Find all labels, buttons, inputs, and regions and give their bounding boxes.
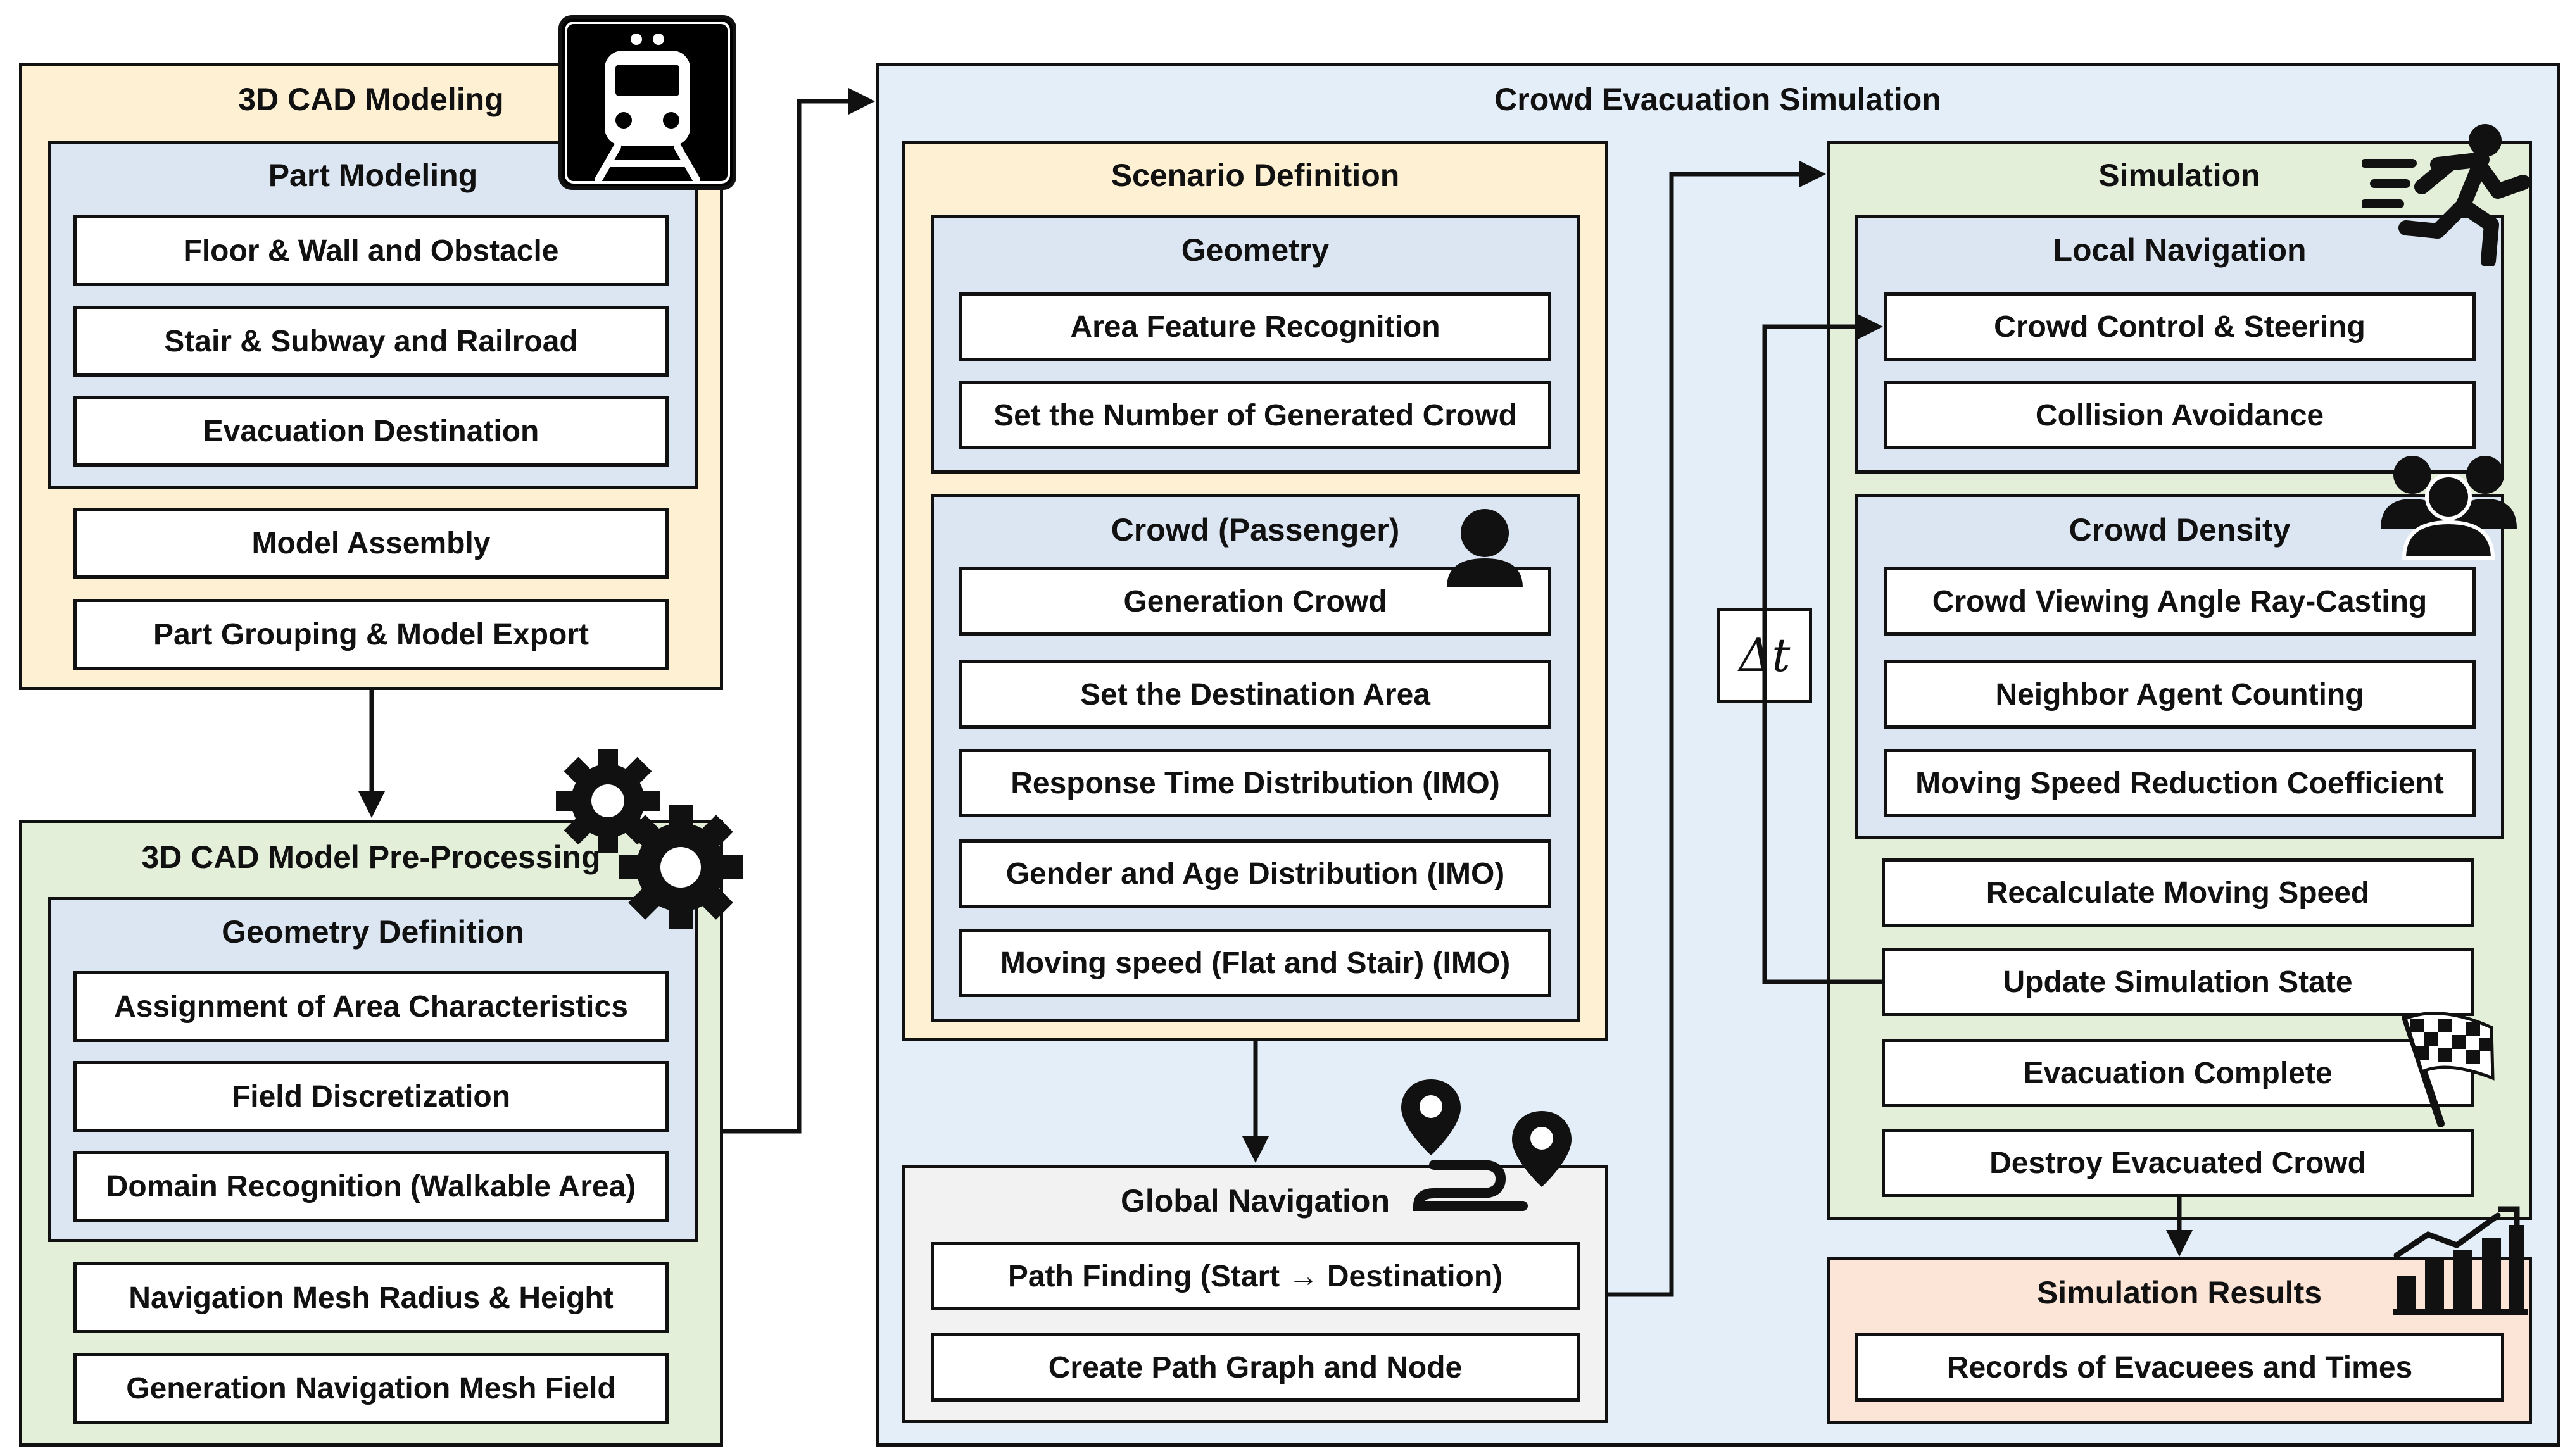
arrow-update-loop-to-steering	[1762, 313, 1883, 984]
stair-subway-railroad-step: Stair & Subway and Railroad	[73, 306, 669, 377]
arrow-preprocessing-to-simulation	[723, 88, 875, 1134]
neighbor-counting-step: Neighbor Agent Counting	[1884, 660, 2476, 729]
part-modeling-title: Part Modeling	[268, 158, 478, 193]
simulation-results-title: Simulation Results	[2036, 1275, 2322, 1310]
path-graph-node-step: Create Path Graph and Node	[931, 1333, 1580, 1402]
preprocessing-title: 3D CAD Model Pre-Processing	[141, 839, 601, 875]
generation-navmesh-field-step: Generation Navigation Mesh Field	[73, 1353, 669, 1424]
gender-age-distribution-step: Gender and Age Distribution (IMO)	[959, 839, 1551, 908]
generated-crowd-number-step: Set the Number of Generated Crowd	[959, 381, 1551, 449]
ray-casting-step: Crowd Viewing Angle Ray-Casting	[1884, 567, 2476, 636]
global-navigation-title: Global Navigation	[1120, 1183, 1390, 1219]
records-evacuees-step: Records of Evacuees and Times	[1855, 1333, 2504, 1402]
running-person-icon	[2362, 124, 2529, 266]
domain-recognition-step: Domain Recognition (Walkable Area)	[73, 1151, 669, 1222]
destroy-evacuated-step: Destroy Evacuated Crowd	[1882, 1129, 2474, 1197]
recalculate-speed-step: Recalculate Moving Speed	[1882, 858, 2474, 927]
crowd-density-title: Crowd Density	[2069, 512, 2291, 548]
collision-avoidance-step: Collision Avoidance	[1884, 381, 2476, 449]
navmesh-radius-height-step: Navigation Mesh Radius & Height	[73, 1262, 669, 1333]
arrow-global-nav-to-simulation	[1608, 161, 1826, 1297]
path-finding-step: Path Finding (Start → Destination)	[931, 1242, 1580, 1310]
evacuation-destination-step: Evacuation Destination	[73, 396, 669, 467]
checkered-flag-icon	[2402, 1012, 2495, 1127]
gears-icon	[556, 749, 743, 929]
floor-wall-obstacle-step: Floor & Wall and Obstacle	[73, 215, 669, 286]
destination-area-step: Set the Destination Area	[959, 660, 1551, 729]
cad-modeling-title: 3D CAD Modeling	[238, 82, 504, 117]
train-icon	[558, 15, 736, 190]
moving-speed-step: Moving speed (Flat and Stair) (IMO)	[959, 929, 1551, 997]
group-icon	[2381, 456, 2517, 560]
part-grouping-export-step: Part Grouping & Model Export	[73, 599, 669, 670]
crowd-control-steering-step: Crowd Control & Steering	[1884, 292, 2476, 361]
field-discretization-step: Field Discretization	[73, 1061, 669, 1132]
update-state-step: Update Simulation State	[1882, 948, 2474, 1016]
scenario-definition-title: Scenario Definition	[1111, 158, 1400, 193]
crowd-evacuation-title: Crowd Evacuation Simulation	[1494, 82, 1941, 117]
evacuation-complete-step: Evacuation Complete	[1882, 1039, 2474, 1107]
response-time-distribution-step: Response Time Distribution (IMO)	[959, 749, 1551, 817]
area-characteristics-step: Assignment of Area Characteristics	[73, 971, 669, 1042]
local-navigation-title: Local Navigation	[2053, 232, 2307, 268]
route-pins-icon	[1401, 1079, 1572, 1211]
bar-chart-icon	[2393, 1206, 2528, 1315]
scenario-geometry-title: Geometry	[1181, 232, 1330, 268]
simulation-title: Simulation	[2098, 158, 2260, 193]
person-icon	[1447, 509, 1523, 587]
geometry-definition-title: Geometry Definition	[222, 914, 524, 950]
area-feature-recognition-step: Area Feature Recognition	[959, 292, 1551, 361]
crowd-passenger-title: Crowd (Passenger)	[1111, 512, 1400, 548]
model-assembly-step: Model Assembly	[73, 508, 669, 579]
speed-reduction-step: Moving Speed Reduction Coefficient	[1884, 749, 2476, 817]
